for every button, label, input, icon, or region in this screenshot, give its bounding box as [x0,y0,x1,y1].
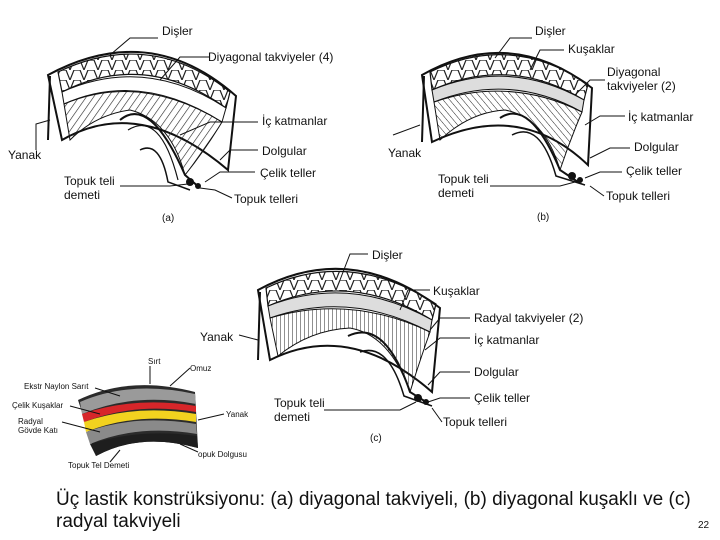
label-c-radial-plies: Radyal takviyeler (2) [474,311,584,325]
photo-label-bead-wire: Topuk Tel Demeti [68,461,130,470]
label-a-bead-bundle: Topuk teli demeti [64,174,115,202]
label-b-fillers: Dolgular [634,140,679,154]
label-c-belts: Kuşaklar [433,284,480,298]
photo-label-radial-body: Radyal Gövde Katı [18,417,59,435]
label-b-belts: Kuşaklar [568,42,615,56]
tire-diagram-b [420,51,594,186]
photo-label-sirt: Sırt [148,357,161,366]
page-number: 22 [698,520,710,531]
label-b-sidewall: Yanak [388,146,422,160]
photo-label-omuz: Omuz [190,364,212,373]
label-c-bead-wires: Topuk telleri [443,415,508,429]
label-b-steel-wires: Çelik teller [626,164,683,178]
label-a-tread: Dişler [162,24,193,38]
label-a-bias-plies: Diyagonal takviyeler (4) [208,50,334,64]
label-c-tread: Dişler [372,248,403,262]
figure-caption: Üç lastik konstrüksiyonu: (a) diyagonal … [56,489,691,532]
label-b-bias-plies: Diyagonal takviyeler (2) [607,65,676,93]
label-b-bead-bundle: Topuk teli demeti [438,172,489,200]
label-a-steel-wires: Çelik teller [260,166,317,180]
caption-a: (a) [162,213,175,224]
label-c-steel-wires: Çelik teller [474,391,531,405]
label-b-bead-wires: Topuk telleri [606,189,671,203]
label-b-tread: Dişler [535,24,566,38]
photo-label-bead-filler: opuk Dolgusu [198,450,247,459]
photo-label-steel-belt: Çelik Kuşaklar [12,401,64,410]
photo-label-sidewall: Yanak [226,410,249,419]
label-a-bead-wires: Topuk telleri [234,192,299,206]
label-c-fillers: Dolgular [474,365,519,379]
tire-diagram-a [46,50,238,191]
tire-photo [78,385,198,456]
label-b-inner-liner: İç katmanlar [628,110,694,124]
label-c-inner-liner: İç katmanlar [474,333,540,347]
caption-c: (c) [370,433,382,444]
label-a-inner-liner: İç katmanlar [262,114,328,128]
photo-label-nylon: Ekstr Naylon Sarıt [24,382,89,391]
label-a-fillers: Dolgular [262,144,307,158]
label-c-bead-bundle: Topuk teli demeti [274,396,325,424]
label-a-sidewall: Yanak [8,148,42,162]
label-c-sidewall: Yanak [200,330,234,344]
tire-diagram-c [256,267,442,407]
leader-lines [35,37,630,463]
caption-b: (b) [537,212,550,223]
